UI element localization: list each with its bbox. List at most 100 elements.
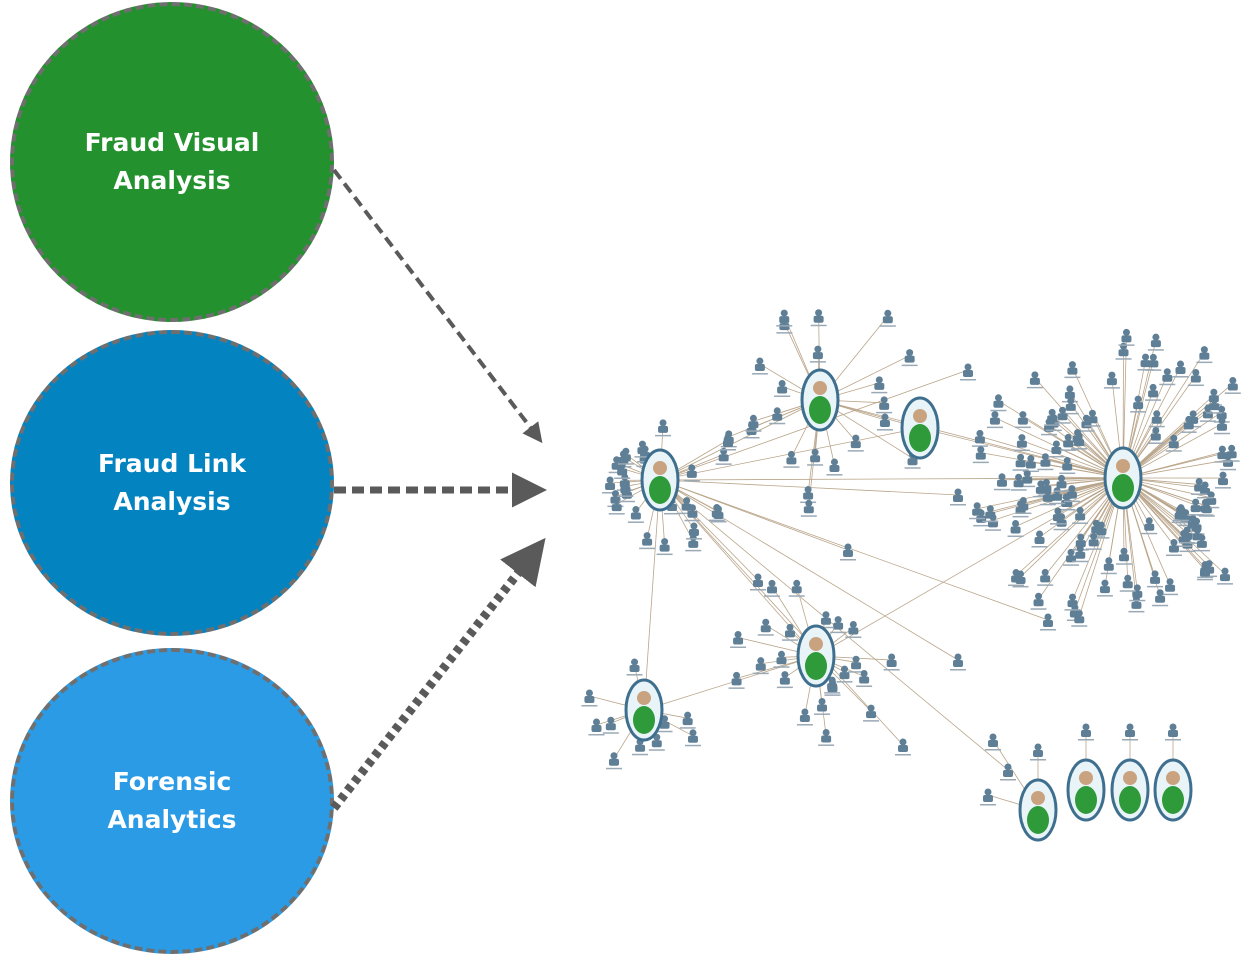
entity-node-icon [1012,570,1029,588]
entity-node-icon [626,658,643,676]
entity-node-icon [684,504,701,522]
entity-node-icon [845,621,862,639]
entity-node-icon [639,532,656,550]
entity-node-icon [1129,584,1146,602]
entity-node-icon [1064,361,1081,379]
entity-node-icon [720,433,736,451]
fraud-visual-analysis-label: Fraud Visual Analysis [84,128,260,195]
entity-node-icon [871,376,888,394]
entity-node-icon [1022,455,1039,473]
person-node-hub-bottom [796,624,836,688]
entity-node-icon [1037,568,1054,586]
entity-node-icon [776,671,793,689]
graph-edge [659,479,904,746]
entity-node-icon [1214,417,1231,435]
entity-node-icon [1147,426,1164,444]
entity-node-icon [776,309,793,327]
entity-node-icon [1000,763,1016,781]
entity-node-icon [588,718,605,736]
entity-node-icon [883,653,900,671]
entity-node-icon [993,473,1010,491]
person-node-hub-left [640,448,680,512]
entity-node-icon [817,611,834,629]
entity-node-icon [1063,485,1080,503]
entity-node-icon [1130,395,1147,413]
entity-node-icon [863,704,880,722]
entity-node-icon [1179,526,1196,544]
entity-node-icon [1187,498,1204,516]
entity-node-icon [1197,498,1214,516]
entity-node-icon [1216,567,1233,585]
entity-node-icon [1122,723,1138,741]
person-node-standalone-1 [1018,778,1058,842]
entity-node-icon [1085,532,1102,550]
entity-node-icon [1064,593,1081,611]
entity-node-icon [1032,480,1049,498]
entity-node-icon [1165,539,1182,557]
entity-node-icon [1172,360,1189,378]
fraud-visual-analysis-circle: Fraud Visual Analysis [10,2,334,322]
entity-node-icon [1053,474,1070,492]
entity-node-icon [1072,506,1089,524]
entity-node-icon [1197,561,1214,579]
entity-node-icon [1030,592,1047,610]
entity-node-icon [1072,545,1089,563]
person-node-hub-right [1103,446,1143,510]
entity-node-icon [1078,723,1094,741]
entity-node-icon [1147,570,1164,588]
entity-node-icon [1165,723,1181,741]
graph-edge [815,477,1124,657]
entity-node-icon [1071,609,1088,627]
entity-node-icon [1071,432,1088,450]
entity-node-icon [985,733,1001,751]
forensic-analytics-circle: Forensic Analytics [10,648,334,954]
entity-node-icon [836,665,853,683]
entity-node-icon [986,411,1003,429]
entity-node-icon [745,414,762,432]
person-node-standalone-3 [1110,758,1150,822]
entity-node-icon [1012,453,1029,471]
entity-node-icon [848,655,865,673]
graph-edge [1020,477,1124,578]
entity-node-icon [1172,504,1189,522]
entity-node-icon [1062,397,1079,415]
entity-node-icon [752,657,769,675]
entity-node-icon [1030,743,1046,761]
graph-edge [1015,477,1124,576]
entity-node-icon [810,309,827,327]
entity-node-icon [1100,557,1117,575]
entity-node-icon [685,534,702,552]
entity-node-icon [1048,440,1065,458]
entity-node-icon [1145,383,1162,401]
fraud-link-analysis-label: Fraud Link Analysis [98,449,246,516]
arrow-forensic-to-network [330,537,546,811]
forensic-analytics-label: Forensic Analytics [107,767,237,834]
entity-node-icon [972,446,989,464]
entity-node-icon [1118,328,1135,346]
entity-node-icon [876,413,893,431]
entity-node-icon [1060,433,1077,451]
entity-node-icon [1152,589,1169,607]
entity-node-icon [1013,434,1030,452]
entity-node-icon [1224,376,1241,394]
entity-node-icon [1206,396,1223,414]
entity-node-icon [730,630,747,648]
entity-node-icon [950,653,966,671]
entity-node-icon [1147,333,1164,351]
entity-node-icon [1187,369,1204,387]
entity-node-icon [1049,507,1066,525]
person-node-hub-bottom-left [624,678,664,742]
entity-node-icon [814,697,831,715]
entity-node-icon [980,788,996,806]
entity-node-icon [617,479,634,497]
entity-node-icon [982,505,999,523]
entity-node-icon [608,497,625,515]
entity-node-icon [683,464,700,482]
entity-node-icon [1014,411,1031,429]
entity-node-icon [757,618,774,636]
entity-node-icon [602,476,619,494]
entity-node-icon [1084,409,1101,427]
person-node-hub-top [800,368,840,432]
entity-node-icon [617,447,634,465]
entity-node-icon [1103,371,1120,389]
